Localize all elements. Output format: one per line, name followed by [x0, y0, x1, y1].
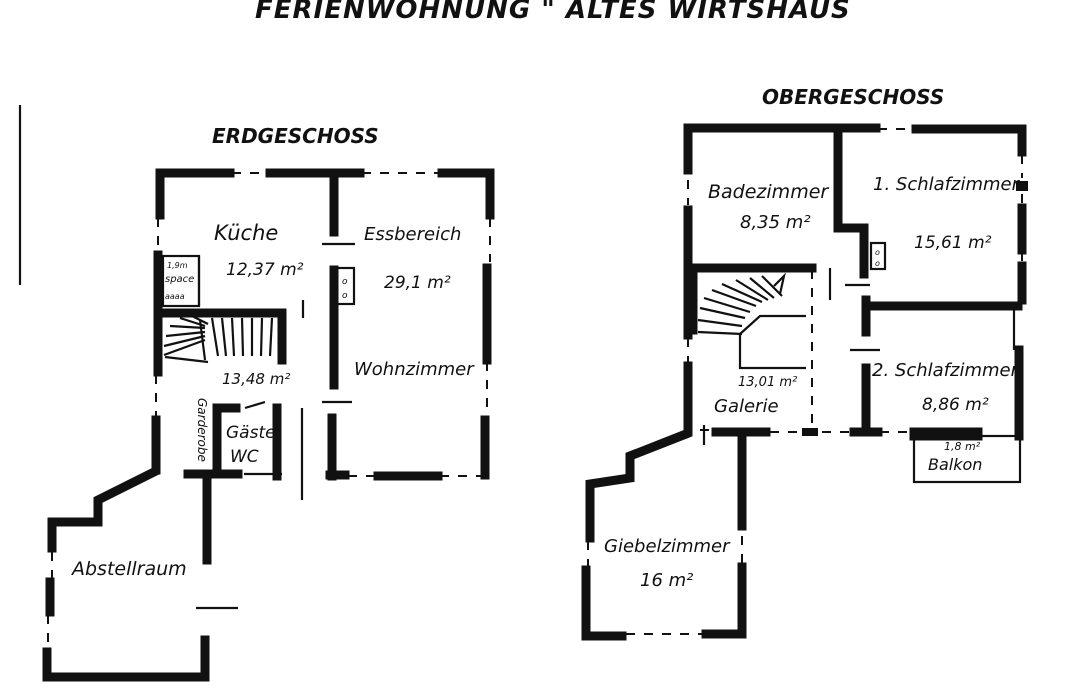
space-bottom-label: aaaa: [165, 292, 185, 301]
wall: [683, 123, 881, 175]
fridge-fixture: [334, 266, 356, 306]
room-balkon-area: 1,8 m²: [944, 440, 981, 453]
wall: [47, 465, 161, 553]
room-giebelzimmer-area: 16 m²: [640, 570, 693, 591]
room-essbereich-name: Essbereich: [364, 224, 461, 245]
svg-text:o: o: [342, 291, 348, 301]
ground-staircase: [163, 315, 274, 364]
room-schlaf1-name: 1. Schlafzimmer: [873, 174, 1021, 195]
upper-floor-label: OBERGESCHOSS: [762, 85, 944, 109]
room-abstellraum-name: Abstellraum: [70, 558, 187, 580]
room-kueche-name: Küche: [214, 221, 278, 245]
room-badezimmer-area: 8,35 m²: [740, 212, 811, 233]
room-schlaf2-area: 8,86 m²: [922, 395, 989, 415]
space-top-label: 1,9m: [167, 261, 188, 270]
svg-text:o: o: [342, 277, 348, 287]
svg-text:o: o: [875, 259, 880, 268]
wall: [911, 124, 1027, 157]
upper-floor-plan: OBERGESCHOSS: [581, 85, 1028, 641]
wall: [437, 168, 495, 220]
room-flur-area: 13,48 m²: [222, 370, 290, 388]
room-gaeste-wc-name: Gäste-: [226, 423, 282, 443]
room-giebelzimmer-name: Giebelzimmer: [604, 536, 731, 557]
room-kueche-area: 12,37 m²: [226, 260, 304, 280]
svg-text:o: o: [875, 248, 880, 257]
wall: [42, 635, 210, 682]
room-wohnzimmer-name: Wohnzimmer: [354, 359, 475, 380]
room-schlaf1-area: 15,61 m²: [914, 233, 992, 253]
room-gaeste-wc-name2: WC: [230, 447, 259, 467]
room-balkon-name: Balkon: [928, 455, 982, 474]
room-essbereich-area: 29,1 m²: [384, 273, 451, 293]
chimney-fixture: [869, 241, 887, 271]
wall: [581, 565, 627, 641]
wall: [701, 562, 747, 639]
room-galerie-name: Galerie: [714, 396, 779, 417]
room-badezimmer-name: Badezimmer: [708, 181, 829, 203]
room-galerie-area: 13,01 m²: [738, 375, 797, 390]
upper-staircase: [697, 272, 806, 370]
ground-floor-label: ERDGESCHOSS: [212, 124, 379, 148]
space-middle-label: space: [165, 274, 194, 285]
room-garderobe-name: Garderobe: [195, 398, 209, 462]
ground-floor-plan: ERDGESCHOSS: [42, 124, 495, 682]
wall: [155, 168, 235, 220]
plan-title: FERIENWOHNUNG " ALTES WIRTSHAUS: [255, 0, 851, 25]
room-schlaf2-name: 2. Schlafzimmer: [872, 360, 1020, 381]
wall: [833, 223, 869, 279]
wall: [585, 428, 692, 543]
